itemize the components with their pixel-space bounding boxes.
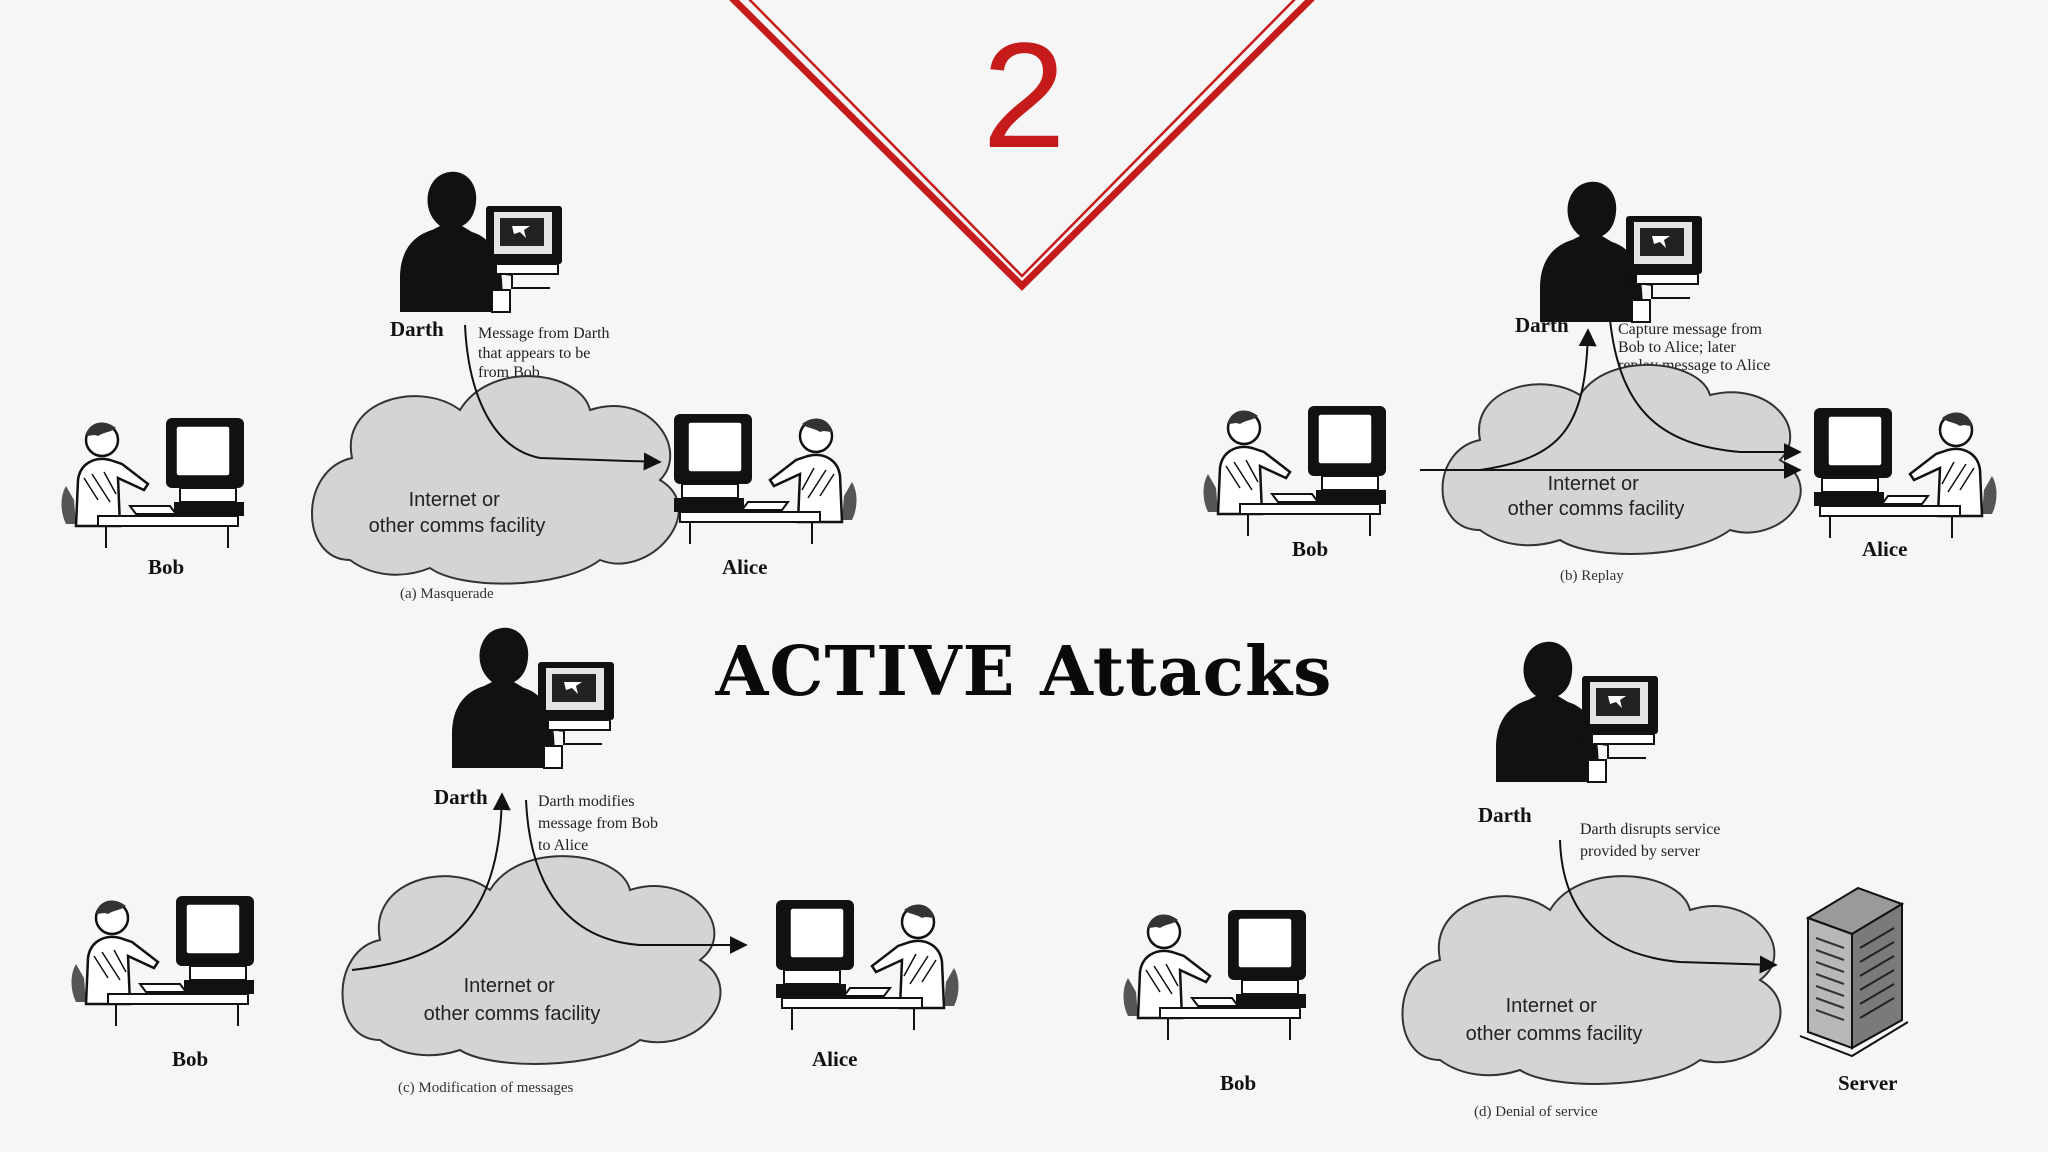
page-title: ACTIVE Attacks: [715, 632, 1333, 712]
alice-figure-a: [672, 412, 858, 546]
note-d: Darth disrupts service provided by serve…: [1580, 821, 1724, 860]
arrow-b-capture: [1479, 328, 1597, 471]
bob-figure-c: [70, 894, 256, 1028]
arrow-b-replay: [1609, 319, 1802, 461]
slide-number: 2: [982, 11, 1066, 179]
receiver-label-b: Alice: [1862, 537, 1907, 561]
bob-figure-a: [60, 416, 246, 550]
note-a: Message from Darth that appears to be fr…: [478, 325, 614, 381]
cloud-label-d: Internet or other comms facility: [1466, 995, 1643, 1045]
attacker-label-a: Darth: [390, 317, 444, 341]
cloud-label-b: Internet or other comms facility: [1508, 473, 1685, 520]
caption-b: (b) Replay: [1560, 568, 1624, 584]
cloud-label-a: Internet or other comms facility: [369, 489, 546, 537]
cloud-c: [341, 855, 722, 1065]
cloud-b: [1441, 364, 1802, 555]
receiver-label-a: Alice: [722, 555, 767, 579]
attacker-label-c: Darth: [434, 785, 488, 809]
caption-a: (a) Masquerade: [400, 586, 494, 602]
alice-figure-c: [774, 898, 960, 1032]
sender-label-a: Bob: [148, 555, 184, 579]
panel-modification: Darth Darth modifies message from Bob to…: [70, 626, 960, 1096]
darth-figure-b: [1539, 180, 1703, 323]
cloud-label-c: Internet or other comms facility: [424, 975, 601, 1025]
arrow-a: [464, 324, 662, 471]
panel-denial-of-service: Darth Darth disrupts service provided by…: [1122, 640, 1909, 1120]
receiver-label-c: Alice: [812, 1047, 857, 1071]
attacker-label-d: Darth: [1478, 803, 1532, 827]
darth-figure-a: [399, 170, 563, 313]
note-c: Darth modifies message from Bob to Alice: [538, 793, 662, 854]
arrow-c-modified: [525, 799, 748, 954]
caption-c: (c) Modification of messages: [398, 1080, 574, 1096]
sender-label-c: Bob: [172, 1047, 208, 1071]
attacker-label-b: Darth: [1515, 313, 1569, 337]
receiver-label-d: Server: [1838, 1071, 1897, 1095]
top-chevron: [729, 0, 1315, 291]
cloud-a: [311, 375, 680, 585]
cloud-d: [1401, 875, 1782, 1085]
arrow-d: [1559, 839, 1778, 974]
bob-figure-d: [1122, 908, 1308, 1042]
panel-replay: Darth Capture message from Bob to Alice;…: [1202, 180, 1998, 584]
panel-masquerade: Darth Message from Darth that appears to…: [60, 170, 858, 602]
sender-label-b: Bob: [1292, 537, 1328, 561]
sender-label-d: Bob: [1220, 1071, 1256, 1095]
alice-figure-b: [1812, 406, 1998, 540]
arrow-c-intercept: [351, 792, 511, 971]
server-figure-d: [1799, 887, 1909, 1057]
bob-figure-b: [1202, 404, 1388, 538]
caption-d: (d) Denial of service: [1474, 1104, 1598, 1120]
